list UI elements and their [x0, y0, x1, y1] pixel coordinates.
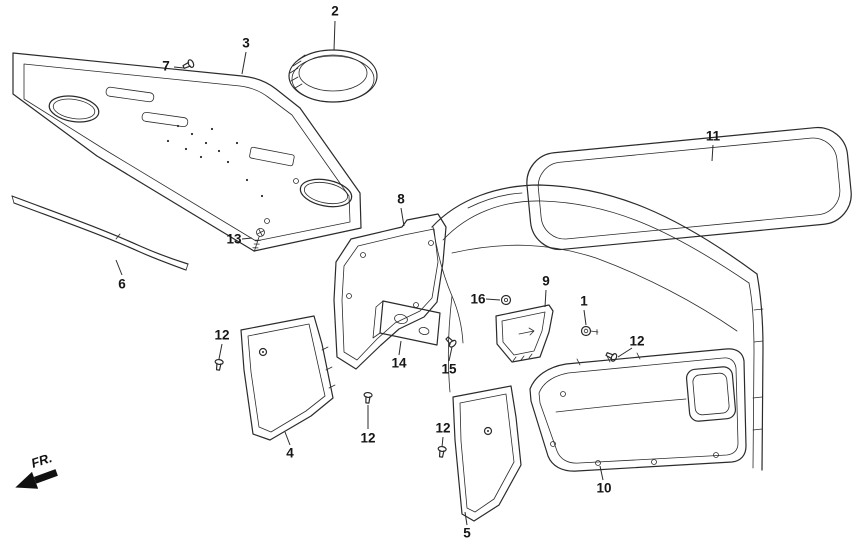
leader-line: [485, 298, 501, 301]
bracket-14: [372, 300, 441, 346]
part-trunk-seal: [526, 126, 852, 251]
clip-12-a: [213, 358, 225, 372]
leader-line: [241, 51, 247, 75]
leader-lines: [115, 20, 714, 526]
clip-1: [580, 325, 599, 337]
part-side-lining-upper: [333, 213, 447, 370]
clip-12-c: [436, 445, 448, 459]
callout-15[interactable]: 15: [441, 361, 457, 377]
leader-line: [464, 511, 468, 526]
callout-9[interactable]: 9: [542, 273, 550, 289]
leader-line: [333, 20, 336, 51]
screw-13: [252, 227, 265, 252]
callout-12-b[interactable]: 12: [360, 430, 376, 446]
part-side-lining-left: [240, 315, 336, 441]
fr-arrow-icon: [15, 469, 58, 489]
leader-line: [398, 340, 402, 356]
callout-12-d[interactable]: 12: [629, 333, 645, 349]
clip-15: [443, 334, 458, 349]
callout-7[interactable]: 7: [162, 58, 170, 74]
callout-11[interactable]: 11: [705, 128, 721, 144]
callout-8[interactable]: 8: [397, 191, 405, 207]
part-shelf-trim-strip: [11, 195, 189, 271]
part-trunk-side-lining: [529, 348, 747, 472]
leader-line: [599, 465, 604, 481]
callout-10[interactable]: 10: [596, 480, 612, 496]
callout-4[interactable]: 4: [286, 445, 294, 461]
callout-3[interactable]: 3: [242, 35, 250, 51]
part-rear-shelf: [12, 52, 362, 252]
clip-7-fastener: [181, 58, 196, 72]
leader-line: [441, 436, 444, 448]
fr-direction-label: FR.: [29, 450, 54, 471]
leader-line: [711, 144, 714, 162]
clip-12-b: [362, 391, 373, 404]
leader-line: [241, 237, 253, 240]
part-speaker-cover: [288, 49, 378, 103]
leader-line: [400, 207, 405, 227]
callout-12-a[interactable]: 12: [214, 327, 230, 343]
callout-1[interactable]: 1: [580, 293, 588, 309]
callout-14[interactable]: 14: [391, 355, 407, 371]
car-body-outline: [431, 184, 764, 471]
callout-13[interactable]: 13: [226, 231, 242, 247]
leader-line: [173, 66, 185, 69]
callout-16[interactable]: 16: [470, 291, 486, 307]
leader-line: [284, 431, 291, 446]
leader-line: [583, 309, 587, 326]
part-corner-lining: [495, 304, 554, 363]
callout-5[interactable]: 5: [463, 525, 471, 541]
callout-12-c[interactable]: 12: [435, 420, 451, 436]
leader-line: [544, 289, 547, 308]
leader-line: [218, 343, 223, 360]
callout-6[interactable]: 6: [118, 276, 126, 292]
callout-2[interactable]: 2: [331, 3, 339, 19]
leader-line: [115, 259, 123, 276]
leader-line: [448, 346, 453, 362]
leader-line: [617, 347, 633, 358]
grommet-16: [500, 294, 512, 306]
part-side-lining-center: [452, 385, 522, 522]
